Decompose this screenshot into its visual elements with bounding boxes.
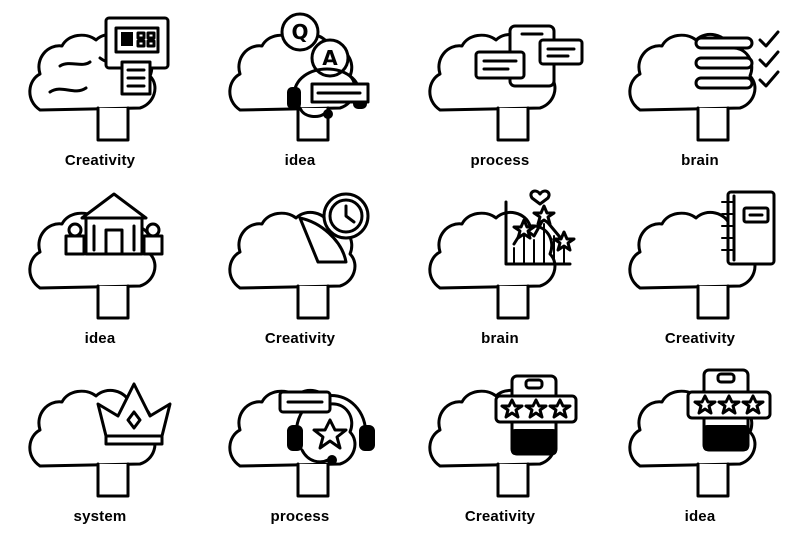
qa-headset-brain-icon: Q A — [228, 12, 370, 142]
icon-label: Creativity — [664, 330, 736, 347]
icon-cell-idea: idea — [600, 356, 800, 534]
icon-label: system — [73, 508, 127, 525]
icon-cell-creativity: Creativity — [200, 178, 400, 356]
icon-label: Creativity — [464, 508, 536, 525]
icon-label: process — [270, 508, 330, 525]
clock-brain-icon — [228, 192, 370, 320]
svg-text:Q: Q — [291, 20, 308, 44]
icon-cell-process: process — [400, 0, 600, 178]
icon-label: brain — [681, 152, 719, 169]
icon-label: idea — [684, 508, 716, 525]
icon-cell-creativity: Creativity — [600, 178, 800, 356]
icon-label: process — [470, 152, 530, 169]
icon-label: idea — [284, 152, 316, 169]
icon-label: idea — [84, 330, 116, 347]
icon-cell-process: process — [200, 356, 400, 534]
atm-brain-icon — [28, 16, 170, 142]
icon-cell-brain: brain — [400, 178, 600, 356]
icon-label: Creativity — [64, 152, 136, 169]
icon-cell-creativity: Creativity — [0, 0, 200, 178]
icon-cell-creativity: Creativity — [400, 356, 600, 534]
icon-cell-idea: Q A idea — [200, 0, 400, 178]
checklist-brain-icon — [628, 30, 780, 142]
svg-text:A: A — [322, 46, 338, 70]
chat-bubbles-brain-icon — [428, 24, 584, 142]
icon-label: brain — [481, 330, 519, 347]
bank-brain-icon — [28, 192, 164, 320]
crown-brain-icon — [28, 382, 172, 498]
icon-cell-idea: idea — [0, 178, 200, 356]
icon-cell-brain: brain — [600, 0, 800, 178]
star-chart-brain-icon — [428, 189, 576, 320]
notebook-brain-icon — [628, 190, 776, 320]
rating-phone-brain-icon — [428, 374, 578, 498]
rating-phone-brain-icon — [628, 368, 772, 498]
icon-cell-system: system — [0, 356, 200, 534]
icon-label: Creativity — [264, 330, 336, 347]
headset-star-brain-icon — [228, 388, 375, 498]
